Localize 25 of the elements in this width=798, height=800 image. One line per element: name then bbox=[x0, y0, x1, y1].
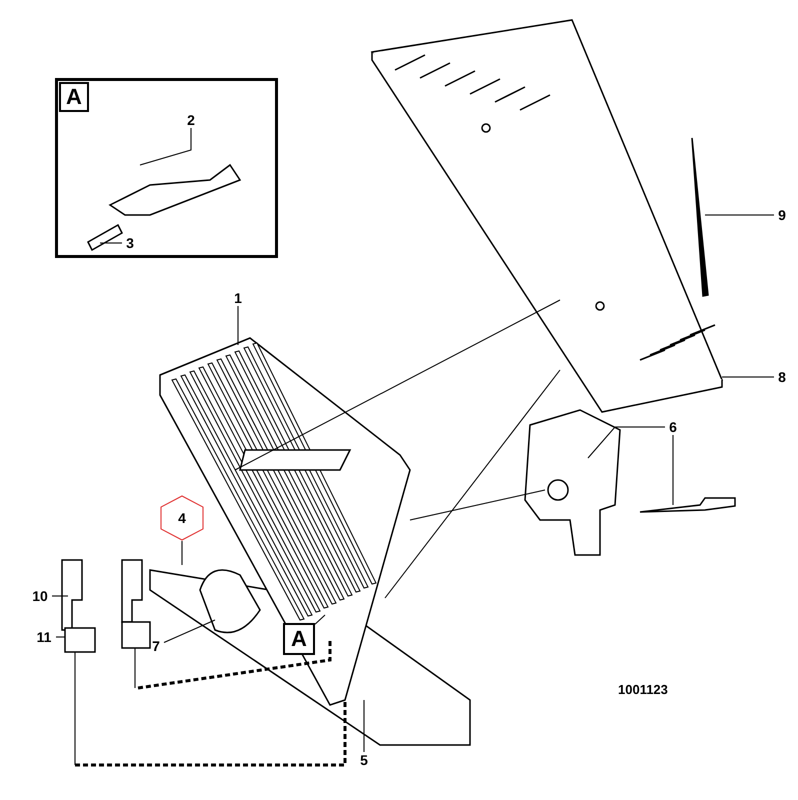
callout-number: 4 bbox=[178, 510, 186, 526]
callout-number: 11 bbox=[32, 629, 56, 645]
leader-line bbox=[140, 128, 192, 166]
hexagon-callout bbox=[160, 495, 204, 541]
leader-line bbox=[722, 376, 774, 378]
leader-line bbox=[672, 434, 674, 506]
callout-number: 10 bbox=[28, 588, 52, 604]
callout-number: 3 bbox=[122, 235, 138, 251]
callout-number: 9 bbox=[774, 207, 790, 223]
leader-line bbox=[588, 426, 666, 458]
callout-number: 6 bbox=[665, 419, 681, 435]
leader-line bbox=[164, 620, 216, 643]
leader-line bbox=[704, 214, 774, 216]
callout-number: 5 bbox=[356, 752, 372, 768]
drawing-number: 1001123 bbox=[618, 682, 668, 697]
leader-line bbox=[100, 242, 122, 244]
view-letter: A bbox=[59, 82, 89, 112]
callout-number: 8 bbox=[774, 369, 790, 385]
callout-number: 2 bbox=[183, 112, 199, 128]
detail-frame bbox=[55, 78, 278, 258]
leader-line bbox=[314, 614, 326, 625]
leader-line bbox=[56, 636, 66, 638]
callout-number: 7 bbox=[148, 638, 164, 654]
view-letter: A bbox=[283, 623, 315, 655]
callout-number: 1 bbox=[230, 290, 246, 306]
